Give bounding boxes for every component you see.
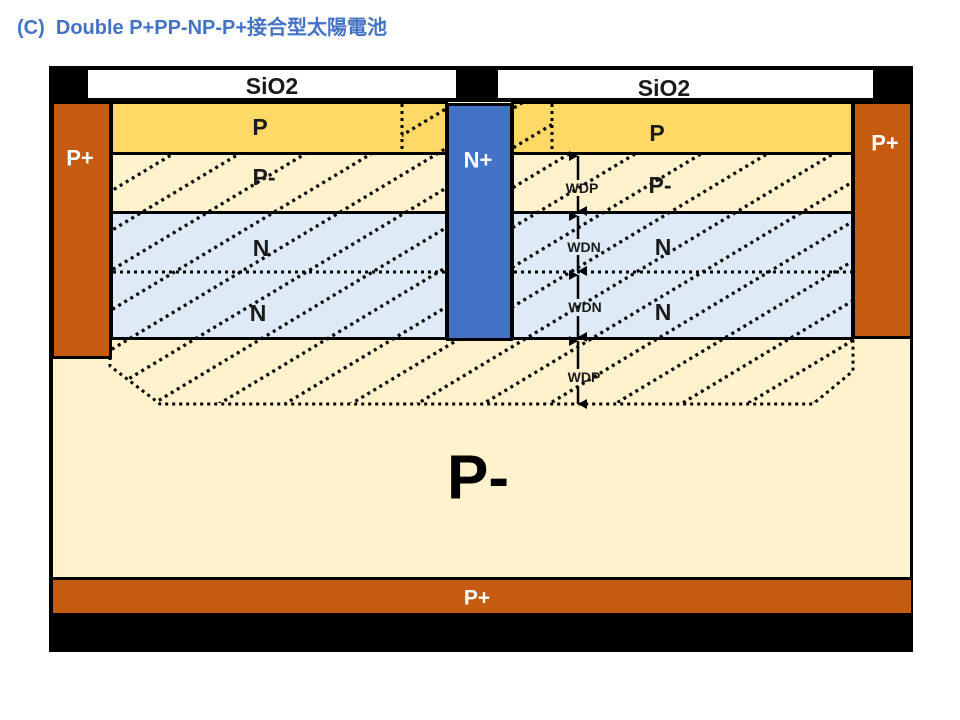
right-p-plus-label: P+ xyxy=(871,131,899,156)
left-p-plus-label: P+ xyxy=(66,146,94,171)
oxide-right xyxy=(498,70,873,98)
back-p-plus-label: P+ xyxy=(464,587,490,610)
right-n-upper-label: N xyxy=(655,234,672,260)
left-n-lower-label: N xyxy=(250,300,267,326)
wdn-upper-label: WDN xyxy=(567,239,600,255)
left-p-layer xyxy=(111,102,447,154)
right-n-lower-label: N xyxy=(655,299,672,325)
left-p-plus-contact xyxy=(51,101,112,359)
right-p-plus-contact xyxy=(852,101,913,339)
slide-title: (C) Double P+PP-NP-P+接合型太陽電池 xyxy=(17,17,388,39)
wdp-bottom-label: WDP xyxy=(568,369,601,385)
wdp-top-label: WDP xyxy=(566,180,599,196)
right-p-layer xyxy=(512,102,853,154)
wdn-lower-label: WDN xyxy=(568,299,601,315)
oxide-left-label: SiO2 xyxy=(246,73,298,99)
left-n-upper-label: N xyxy=(253,235,270,261)
substrate-p-minus-label: P- xyxy=(447,444,509,513)
n-plus-label: N+ xyxy=(464,148,493,173)
right-p-minus-label: P- xyxy=(649,172,672,198)
back-p-plus-layer xyxy=(53,580,911,613)
left-p-minus-label: P- xyxy=(253,164,276,190)
n-plus-contact xyxy=(446,103,513,341)
oxide-right-label: SiO2 xyxy=(638,75,690,101)
depletion-boundary-outline xyxy=(108,340,855,406)
right-p-label: P xyxy=(649,120,664,146)
left-p-label: P xyxy=(252,114,267,140)
oxide-left xyxy=(88,70,456,98)
